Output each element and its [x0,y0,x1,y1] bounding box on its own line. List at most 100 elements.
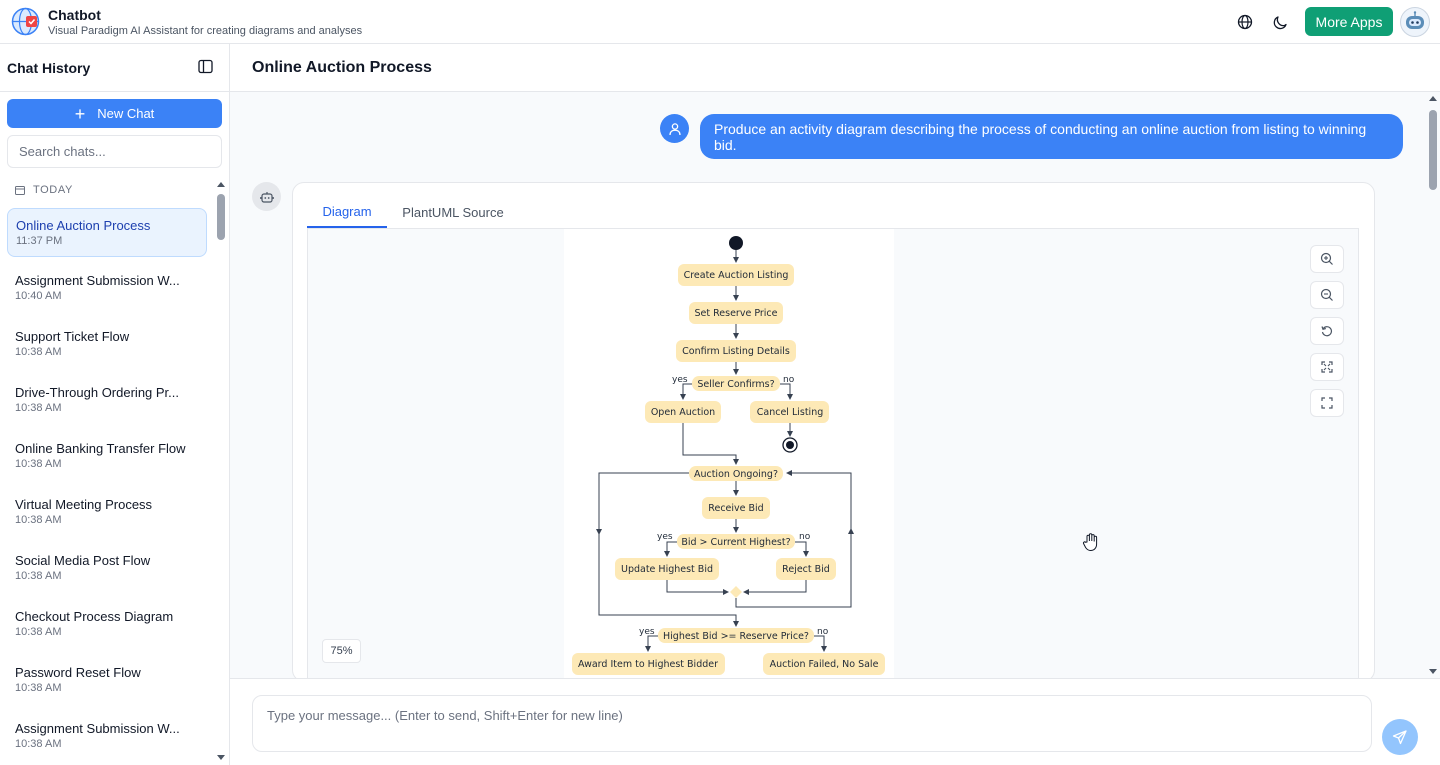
chat-item-name: Assignment Submission W... [15,721,180,736]
chat-item-name: Online Auction Process [16,218,151,233]
top-bar: Chatbot Visual Paradigm AI Assistant for… [0,0,1440,44]
chat-item[interactable]: Social Media Post Flow 10:38 AM [7,544,207,593]
bot-response-card: Diagram PlantUML Source Create Auction L… [292,182,1375,682]
tab-plantuml-source[interactable]: PlantUML Source [402,205,504,220]
calendar-icon [15,186,25,195]
label-yes: yes [672,375,688,385]
node-update-highest-label: Update Highest Bid [621,564,713,575]
node-open-auction [645,401,721,423]
fullscreen-button[interactable] [1310,389,1344,417]
end-node-core [786,441,794,449]
search-chats-input[interactable] [7,135,222,168]
fit-icon [1321,361,1333,373]
activity-diagram[interactable]: Create Auction Listing Set Reserve Price… [564,229,894,682]
chat-item[interactable]: Drive-Through Ordering Pr... 10:38 AM [7,376,207,425]
chat-item-time: 11:37 PM [16,235,63,247]
zoom-out-button[interactable] [1310,281,1344,309]
user-avatar-icon [660,114,689,143]
conversation-scrollbar[interactable] [1427,94,1439,679]
decision-reserve-met-label: Highest Bid >= Reserve Price? [663,631,809,642]
new-chat-label: New Chat [97,106,155,121]
label-no: no [783,375,795,385]
section-today: TODAY [15,184,73,196]
node-reject-bid [776,558,836,580]
merge-node [730,586,742,598]
plus-icon: + [74,103,86,124]
moon-icon[interactable] [1270,11,1292,33]
chat-item[interactable]: Support Ticket Flow 10:38 AM [7,320,207,369]
section-today-label: TODAY [33,184,73,196]
decision-auction-ongoing [689,466,783,481]
chat-item-time: 10:38 AM [15,738,62,750]
conversation-scrollbar-thumb[interactable] [1429,110,1437,190]
node-confirm-details-label: Confirm Listing Details [682,346,790,357]
send-icon [1392,730,1407,745]
chat-item-time: 10:38 AM [15,346,62,358]
label-no: no [799,532,811,542]
chat-item-time: 10:38 AM [15,514,62,526]
chat-item[interactable]: Assignment Submission W... 10:38 AM [7,712,207,761]
node-confirm-details [676,340,796,362]
conversation-header: Online Auction Process [230,44,1440,92]
chat-item-time: 10:38 AM [15,682,62,694]
user-message-bubble: Produce an activity diagram describing t… [700,114,1403,159]
chat-item[interactable]: Assignment Submission W... 10:40 AM [7,264,207,313]
chat-item-time: 10:38 AM [15,458,62,470]
decision-auction-ongoing-label: Auction Ongoing? [694,469,778,480]
chat-item-time: 10:40 AM [15,290,62,302]
tab-diagram[interactable]: Diagram [307,197,387,228]
chat-item[interactable]: Online Auction Process 11:37 PM [7,208,207,257]
node-create-listing [678,264,794,286]
chat-item-name: Password Reset Flow [15,665,141,680]
app-logo-icon[interactable] [11,7,40,36]
fit-view-button[interactable] [1310,353,1344,381]
reset-zoom-button[interactable] [1310,317,1344,345]
node-auction-failed-label: Auction Failed, No Sale [770,659,879,670]
label-yes: yes [639,627,655,637]
tab-divider [307,228,1359,229]
chat-history-sidebar: Chat History + New Chat TODAY Online Auc… [0,44,230,765]
hand-cursor-icon [1083,533,1098,552]
chat-item[interactable]: Online Banking Transfer Flow 10:38 AM [7,432,207,481]
more-apps-button[interactable]: More Apps [1305,7,1393,36]
chat-item-name: Drive-Through Ordering Pr... [15,385,180,400]
sidebar-scrollbar[interactable] [216,180,226,765]
decision-seller-confirms [692,376,780,391]
globe-icon[interactable] [1234,11,1256,33]
decision-reserve-met [658,628,814,643]
node-create-listing-label: Create Auction Listing [684,270,789,281]
send-button[interactable] [1382,719,1418,755]
chat-item[interactable]: Checkout Process Diagram 10:38 AM [7,600,207,649]
app-title: Chatbot [48,7,101,23]
label-yes: yes [657,532,673,542]
reset-icon [1321,326,1333,337]
node-open-auction-label: Open Auction [651,407,715,418]
label-no: no [817,627,829,637]
chat-item-name: Assignment Submission W... [15,273,180,288]
chat-item-time: 10:38 AM [15,570,62,582]
zoom-in-button[interactable] [1310,245,1344,273]
chat-item[interactable]: Virtual Meeting Process 10:38 AM [7,488,207,537]
fullscreen-icon [1321,397,1333,409]
node-reject-bid-label: Reject Bid [782,564,830,575]
diagram-viewer[interactable]: Create Auction Listing Set Reserve Price… [307,229,1359,682]
node-receive-bid [702,497,770,519]
chat-item-name: Checkout Process Diagram [15,609,174,624]
node-auction-failed [763,653,885,675]
zoom-out-icon [1320,288,1333,301]
new-chat-button[interactable]: + New Chat [7,99,222,128]
sidebar-scrollbar-thumb[interactable] [217,194,225,240]
sidebar-toggle-icon[interactable] [198,59,215,76]
node-set-reserve [689,302,783,324]
app-subtitle: Visual Paradigm AI Assistant for creatin… [48,25,363,37]
chat-item-time: 10:38 AM [15,402,62,414]
bot-avatar-icon[interactable] [1400,7,1430,37]
conversation-title: Online Auction Process [252,59,432,76]
chat-item-time: 10:38 AM [15,626,62,638]
chat-item[interactable]: Password Reset Flow 10:38 AM [7,656,207,705]
chat-item-name: Support Ticket Flow [15,329,130,344]
decision-seller-confirms-label: Seller Confirms? [697,379,774,390]
node-receive-bid-label: Receive Bid [708,503,763,514]
bot-message-icon [252,182,281,211]
message-input[interactable] [252,695,1372,752]
